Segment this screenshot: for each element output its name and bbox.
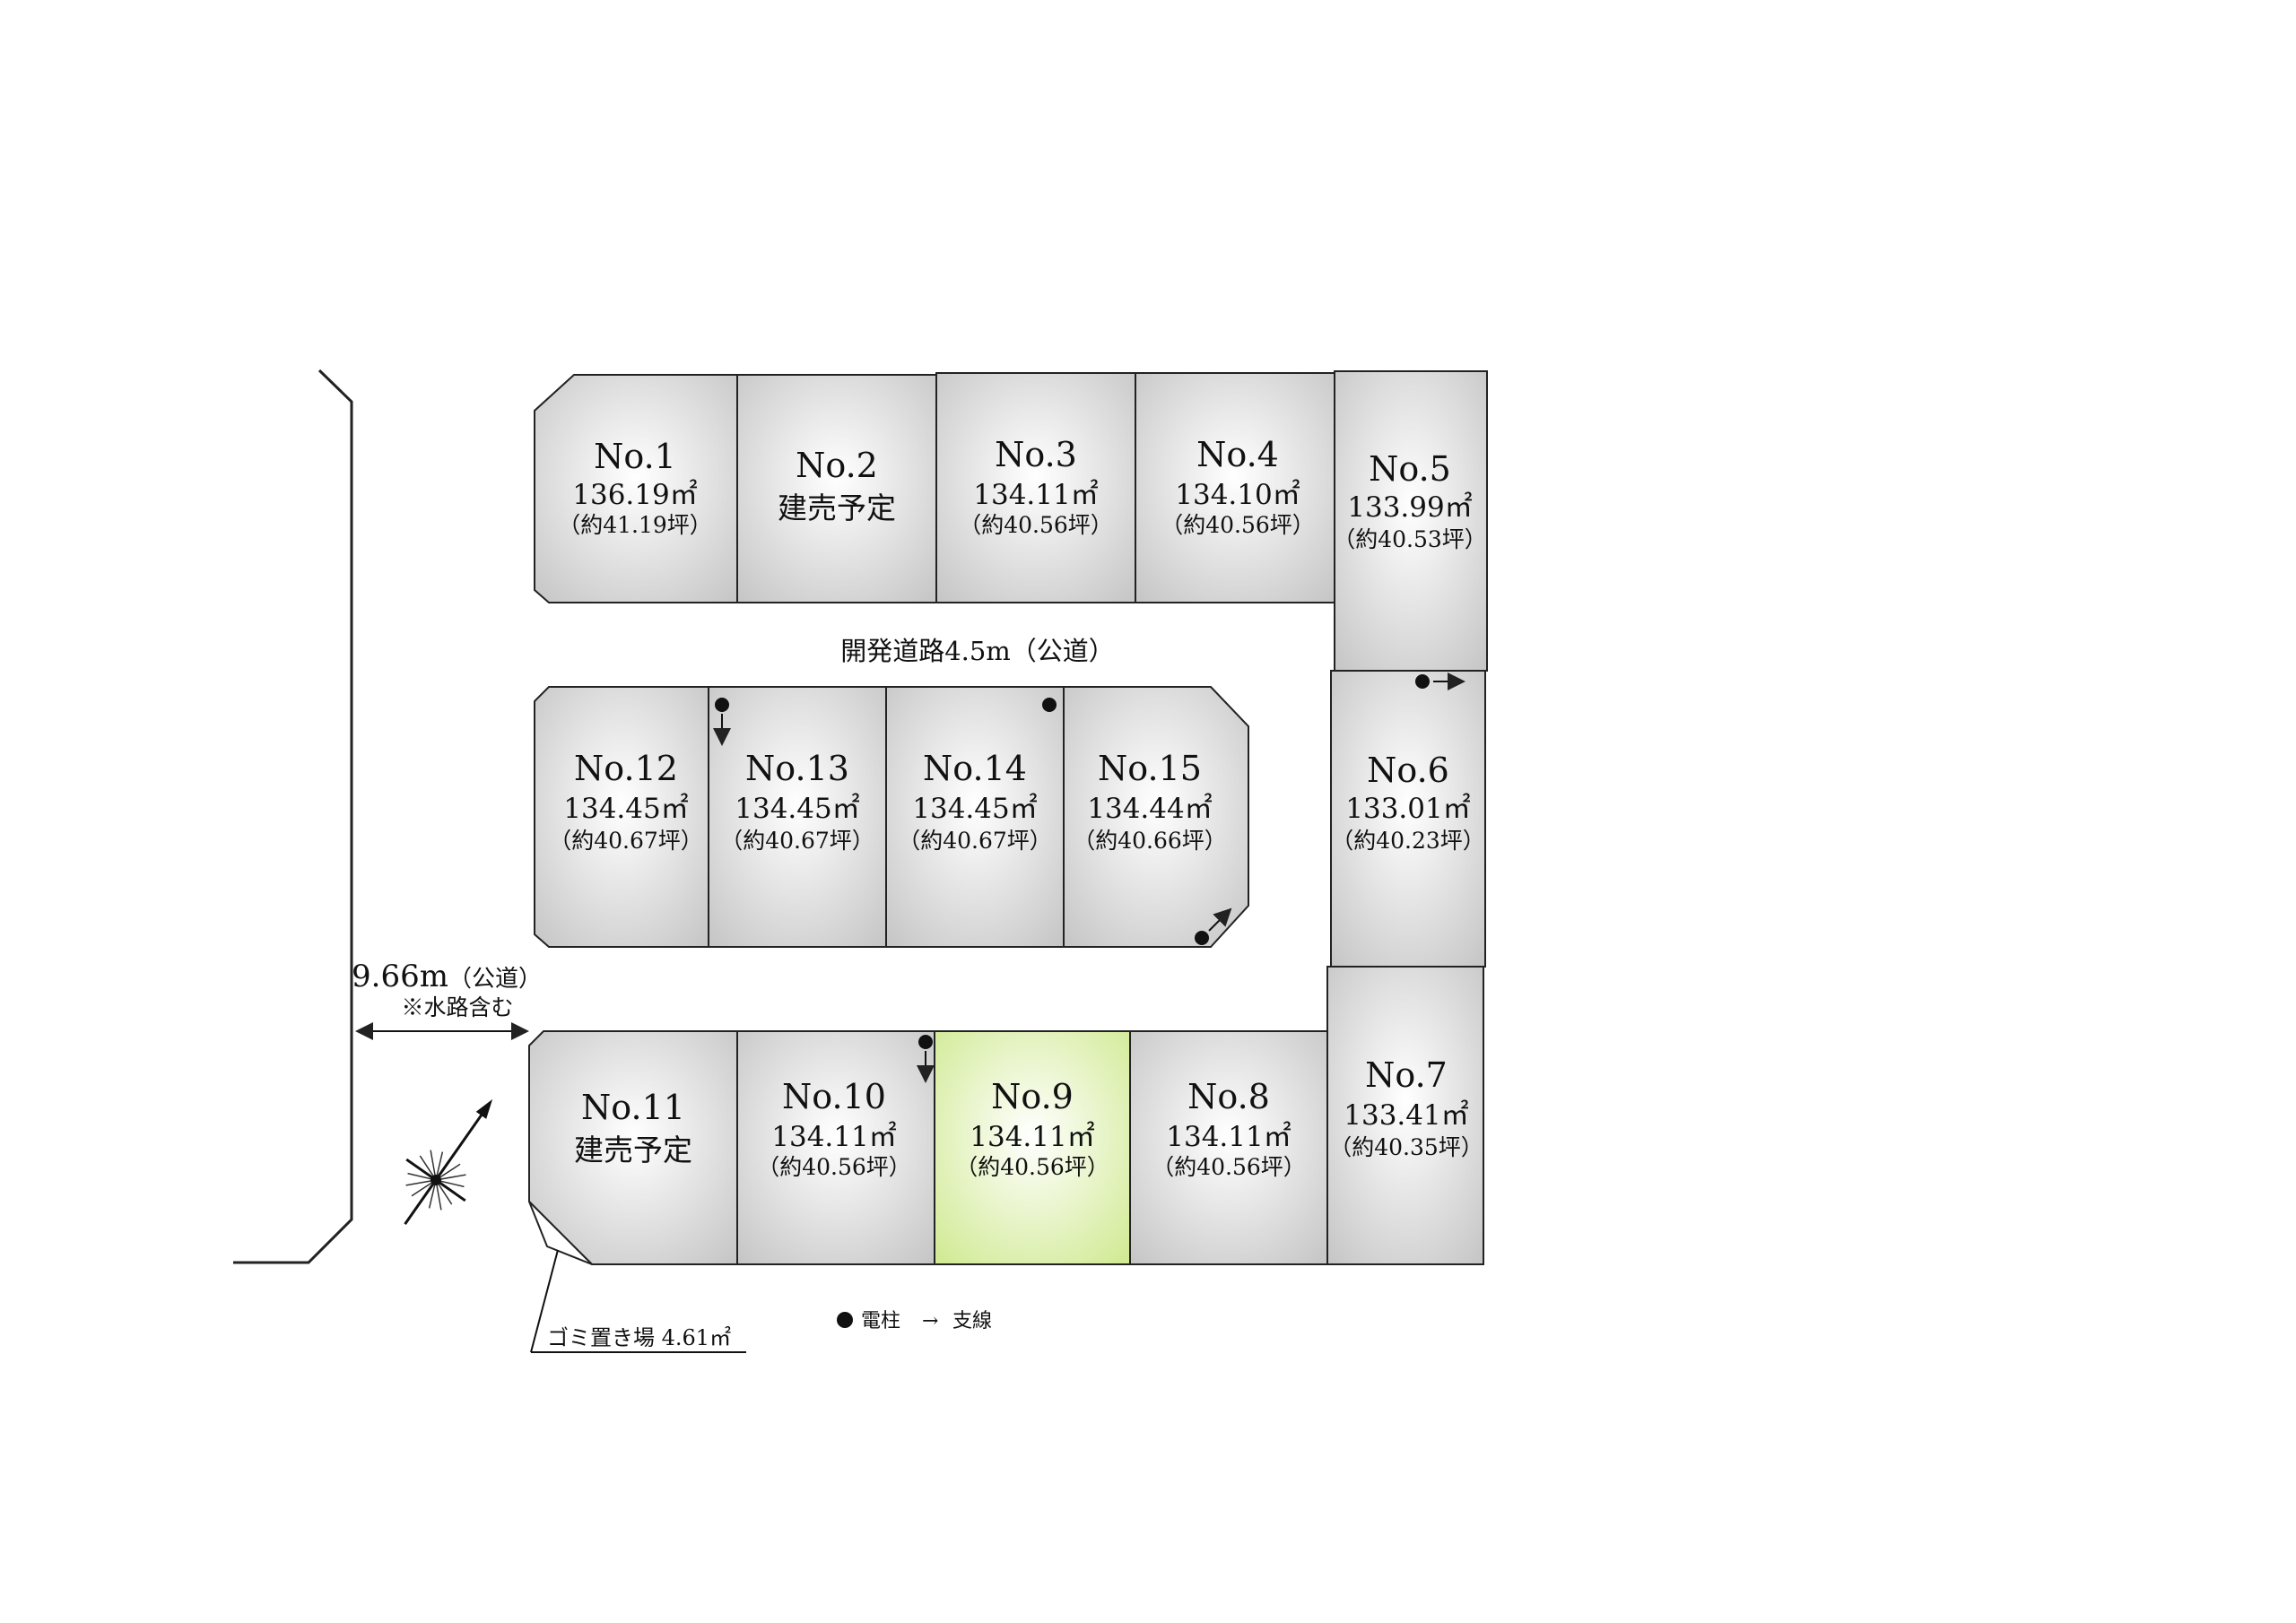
lot-5-area: 133.99㎡ <box>1347 491 1472 524</box>
lot-14-labels: No.14 134.45㎡ （約40.67坪） <box>898 749 1052 854</box>
legend: 電柱 → 支線 <box>837 1310 992 1332</box>
lot-6-area: 133.01㎡ <box>1345 793 1470 825</box>
lot-12-tsubo: （約40.67坪） <box>549 828 703 854</box>
utility-pole-icon <box>715 698 729 712</box>
lot-7[interactable] <box>1326 966 1484 1265</box>
lot-13-area: 134.45㎡ <box>735 793 859 825</box>
lot-14-area: 134.45㎡ <box>912 793 1037 825</box>
lot-2[interactable] <box>736 374 937 603</box>
lot-2-number: No.2 <box>796 446 878 485</box>
lot-12-labels: No.12 134.45㎡ （約40.67坪） <box>549 749 703 854</box>
lot-2-labels: No.2 建売予定 <box>778 446 896 525</box>
lot-6-labels: No.6 133.01㎡ （約40.23坪） <box>1331 751 1485 854</box>
lot-5[interactable] <box>1334 370 1488 672</box>
lot-9-labels: No.9 134.11㎡ （約40.56坪） <box>955 1077 1109 1180</box>
lot-10-tsubo: （約40.56坪） <box>757 1154 911 1180</box>
lot-4[interactable] <box>1135 372 1335 603</box>
utility-poles <box>713 673 1465 1083</box>
lot-13-number: No.13 <box>745 749 849 788</box>
lot-15-number: No.15 <box>1098 749 1202 788</box>
lot-6-tsubo: （約40.23坪） <box>1331 828 1485 854</box>
lot-12-number: No.12 <box>574 749 678 788</box>
lot-12-area: 134.45㎡ <box>563 793 688 825</box>
lot-8-area: 134.11㎡ <box>1166 1121 1291 1153</box>
lot-3-tsubo: （約40.56坪） <box>959 512 1113 538</box>
lot-11-plan: 建売予定 <box>574 1133 692 1167</box>
west-road-dimension: 9.66m（公道） ※水路含む <box>352 959 542 1040</box>
lot-14-number: No.14 <box>923 749 1027 788</box>
lot-8[interactable] <box>1129 1030 1328 1265</box>
garbage-area-label: ゴミ置き場 4.61㎡ <box>547 1325 731 1350</box>
compass-icon <box>404 1098 493 1226</box>
lot-9-number: No.9 <box>991 1077 1074 1116</box>
lot-15-labels: No.15 134.44㎡ （約40.66坪） <box>1073 749 1227 854</box>
lot-3[interactable] <box>935 372 1136 603</box>
lot-15[interactable] <box>1063 686 1249 948</box>
lot-1-number: No.1 <box>594 437 676 476</box>
lot-3-area: 134.11㎡ <box>973 479 1098 511</box>
lot-10[interactable] <box>736 1030 935 1265</box>
garbage-area[interactable] <box>528 1201 593 1265</box>
lot-6[interactable] <box>1330 670 1486 968</box>
lot-7-area: 133.41㎡ <box>1344 1099 1468 1132</box>
lot-7-tsubo: （約40.35坪） <box>1329 1134 1483 1160</box>
lot-10-area: 134.11㎡ <box>771 1121 896 1153</box>
lot-9-area: 134.11㎡ <box>970 1121 1094 1153</box>
lot-10-number: No.10 <box>782 1077 886 1116</box>
lot-13-labels: No.13 134.45㎡ （約40.67坪） <box>720 749 874 854</box>
west-road-note: ※水路含む <box>401 994 513 1020</box>
lot-14-tsubo: （約40.67坪） <box>898 828 1052 854</box>
utility-pole-icon <box>1195 931 1209 945</box>
lot-10-labels: No.10 134.11㎡ （約40.56坪） <box>757 1077 911 1180</box>
lot-14[interactable] <box>885 686 1065 948</box>
lot-11-number: No.11 <box>581 1088 685 1127</box>
lot-4-area: 134.10㎡ <box>1175 479 1300 511</box>
lot-5-tsubo: （約40.53坪） <box>1333 526 1487 552</box>
legend-pole-icon <box>837 1312 853 1328</box>
lot-9-tsubo: （約40.56坪） <box>955 1154 1109 1180</box>
legend-stay-label: 支線 <box>952 1310 992 1332</box>
lot-8-labels: No.8 134.11㎡ （約40.56坪） <box>1152 1077 1306 1180</box>
lot-4-number: No.4 <box>1196 435 1279 474</box>
lot-1-labels: No.1 136.19㎡ （約41.19坪） <box>558 437 712 538</box>
lot-15-tsubo: （約40.66坪） <box>1073 828 1227 854</box>
garbage-callout: ゴミ置き場 4.61㎡ <box>530 1249 746 1353</box>
legend-stay-arrow-icon: → <box>922 1310 938 1332</box>
west-road-width: 9.66m（公道） <box>352 959 542 994</box>
lot-7-number: No.7 <box>1365 1055 1448 1095</box>
lot-8-number: No.8 <box>1187 1077 1270 1116</box>
lot-9[interactable] <box>934 1030 1131 1265</box>
legend-pole-label: 電柱 <box>861 1310 900 1332</box>
lot-15-area: 134.44㎡ <box>1087 793 1212 825</box>
west-road-width-value: 9.66m <box>352 959 448 994</box>
lot-5-labels: No.5 133.99㎡ （約40.53坪） <box>1333 449 1487 552</box>
lot-11-labels: No.11 建売予定 <box>574 1088 692 1167</box>
utility-pole-icon <box>918 1035 933 1049</box>
lot-8-tsubo: （約40.56坪） <box>1152 1154 1306 1180</box>
lot-6-number: No.6 <box>1367 751 1449 790</box>
lot-2-plan: 建売予定 <box>778 490 896 525</box>
lot-4-tsubo: （約40.56坪） <box>1161 512 1315 538</box>
utility-pole-icon <box>1415 674 1430 689</box>
lot-1-tsubo: （約41.19坪） <box>558 512 712 538</box>
lot-7-labels: No.7 133.41㎡ （約40.35坪） <box>1329 1055 1483 1160</box>
utility-pole-icon <box>1042 698 1057 712</box>
lot-13-tsubo: （約40.67坪） <box>720 828 874 854</box>
lot-4-labels: No.4 134.10㎡ （約40.56坪） <box>1161 435 1315 538</box>
lot-3-labels: No.3 134.11㎡ （約40.56坪） <box>959 435 1113 538</box>
stay-wire-arrow-icon <box>1208 907 1232 932</box>
lot-parcels <box>528 370 1488 1265</box>
development-road-label: 開発道路4.5m（公道） <box>840 636 1115 666</box>
west-road-edge <box>233 369 353 1264</box>
lot-5-number: No.5 <box>1369 449 1451 489</box>
lot-1-area: 136.19㎡ <box>572 479 697 511</box>
west-road-width-type: （公道） <box>448 966 542 993</box>
lot-3-number: No.3 <box>995 435 1077 474</box>
